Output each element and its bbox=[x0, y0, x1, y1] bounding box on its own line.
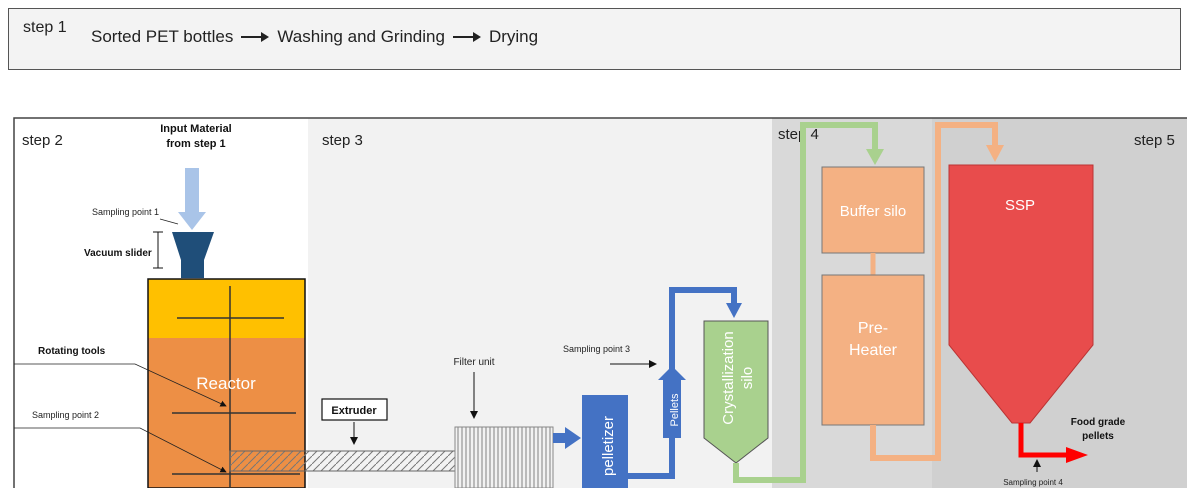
step5-label: step 5 bbox=[1134, 132, 1175, 149]
flow-washing-grinding: Washing and Grinding bbox=[277, 27, 445, 46]
flow-arrow-icon bbox=[241, 32, 270, 42]
pelletizer-label: pelletizer bbox=[600, 416, 617, 476]
pre-heater-sublabel: Heater bbox=[849, 342, 898, 359]
diagram-border bbox=[13, 117, 1187, 488]
filter-unit bbox=[454, 426, 554, 488]
pelletizer bbox=[582, 395, 628, 488]
input-arrow bbox=[178, 168, 206, 230]
step1-label: step 1 bbox=[23, 19, 67, 36]
sampling-point-4-label: Sampling point 4 bbox=[1003, 478, 1063, 487]
flow-drying: Drying bbox=[488, 27, 539, 46]
orange-line-arrowhead bbox=[986, 145, 1004, 162]
input-material-sublabel: from step 1 bbox=[166, 138, 225, 150]
step3-label: step 3 bbox=[322, 132, 363, 149]
sampling-point-2-label: Sampling point 2 bbox=[32, 410, 99, 420]
ssp-reactor bbox=[948, 164, 1094, 424]
step4-label: step 4 bbox=[778, 126, 819, 143]
blue-arrow bbox=[553, 427, 581, 449]
buffer-silo bbox=[821, 166, 925, 254]
food-grade-output-line bbox=[1018, 423, 1070, 458]
pellet-transport-line bbox=[628, 287, 737, 479]
vacuum-slider-label: Vacuum slider bbox=[84, 248, 152, 259]
rotating-tools-label: Rotating tools bbox=[38, 346, 106, 357]
crystallization-sublabel: silo bbox=[739, 367, 756, 390]
step2-label: step 2 bbox=[22, 132, 63, 149]
crystallization-label: Crystallization bbox=[720, 331, 737, 424]
flow-sorted-bottles: Sorted PET bottles bbox=[91, 27, 234, 46]
sampling-point-1-leader bbox=[159, 218, 179, 225]
pellets-arrow bbox=[658, 366, 686, 438]
crystallization-silo bbox=[703, 320, 769, 464]
green-transport-line bbox=[733, 122, 878, 483]
pellets-label: Pellets bbox=[669, 393, 681, 427]
pellet-line-arrowhead bbox=[726, 303, 742, 318]
food-grade-label: Food grade bbox=[1071, 417, 1126, 428]
input-material-label: Input Material bbox=[160, 123, 232, 135]
green-line-arrowhead bbox=[866, 149, 884, 165]
pre-heater-label: Pre- bbox=[858, 320, 888, 337]
orange-transport-line bbox=[870, 122, 998, 461]
filter-unit-label: Filter unit bbox=[453, 357, 494, 368]
reactor-label: Reactor bbox=[196, 374, 256, 393]
extruder-label: Extruder bbox=[331, 405, 377, 417]
step1-panel: step 1 Sorted PET bottles Washing and Gr… bbox=[8, 8, 1181, 70]
step1-flow: Sorted PET bottles Washing and Grinding … bbox=[91, 27, 538, 47]
extruder-box bbox=[321, 398, 388, 421]
rotating-tools-leader bbox=[14, 363, 227, 407]
pre-heater bbox=[821, 274, 925, 426]
buffer-silo-label: Buffer silo bbox=[840, 203, 906, 220]
step3-panel bbox=[308, 118, 772, 488]
flow-arrow-icon bbox=[452, 32, 481, 42]
reactor-top bbox=[148, 279, 305, 338]
ssp-label: SSP bbox=[1005, 197, 1035, 214]
sampling-point-2-leader bbox=[14, 427, 227, 473]
sampling-point-3-label: Sampling point 3 bbox=[563, 344, 630, 354]
sampling-point-1-label: Sampling point 1 bbox=[92, 207, 159, 217]
extruder-screw bbox=[229, 450, 456, 472]
hopper bbox=[172, 232, 214, 278]
food-grade-sublabel: pellets bbox=[1082, 431, 1114, 442]
food-grade-arrowhead bbox=[1066, 447, 1088, 463]
